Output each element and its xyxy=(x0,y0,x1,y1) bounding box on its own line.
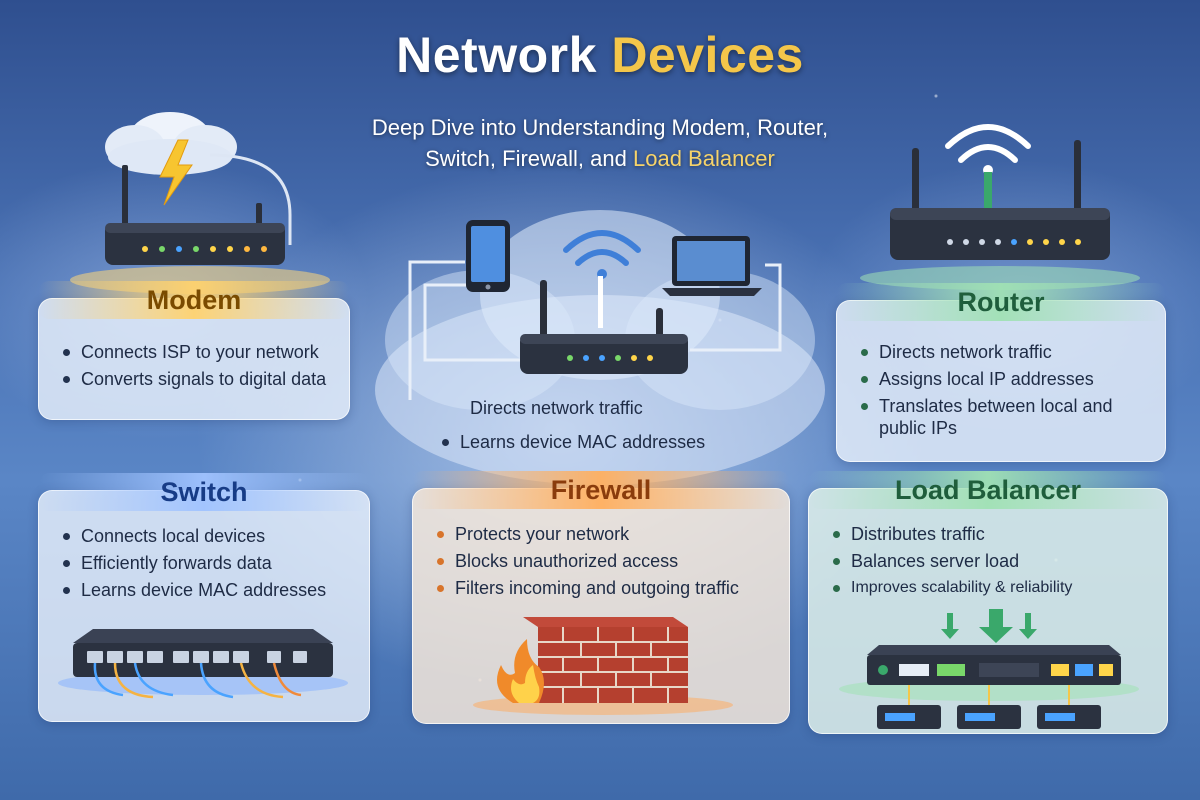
firewall-illustration xyxy=(473,617,733,715)
firewall-card: Firewall Protects your network Blocks un… xyxy=(412,471,790,724)
modem-bullets: Connects ISP to your network Converts si… xyxy=(61,341,341,395)
router-title: Router xyxy=(837,283,1165,321)
down-arrow-icon xyxy=(941,609,1037,643)
router-icon xyxy=(520,280,688,374)
modem-bullet: Connects ISP to your network xyxy=(61,341,341,363)
switch-card: Switch Connects local devices Efficientl… xyxy=(38,473,370,722)
switch-bullet: Efficiently forwards data xyxy=(61,552,361,574)
modem-icon xyxy=(105,165,285,265)
subtitle-line-1: Deep Dive into Understanding Modem, Rout… xyxy=(371,115,829,140)
link-line-right xyxy=(690,263,782,352)
router-bullet: Directs network traffic xyxy=(859,341,1157,363)
firewall-title: Firewall xyxy=(413,471,789,509)
switch-bullet: Connects local devices xyxy=(61,525,361,547)
tablet-icon xyxy=(466,220,510,292)
center-illustration xyxy=(375,210,825,485)
load-balancer-bullet: Balances server load xyxy=(831,550,1159,572)
router-bullet: Assigns local IP addresses xyxy=(859,368,1157,390)
subtitle-line-2: Switch, Firewall, and Load Balancer xyxy=(425,146,775,171)
fire-icon xyxy=(497,639,544,703)
cable-line xyxy=(209,153,292,245)
page-title: Network Devices xyxy=(396,27,804,83)
load-balancer-bullet: Distributes traffic xyxy=(831,523,1159,545)
router-bullets: Directs network traffic Assigns local IP… xyxy=(859,341,1157,444)
switch-bullet: Learns device MAC addresses xyxy=(61,579,361,601)
router-card: Router Directs network traffic Assigns l… xyxy=(836,283,1166,462)
firewall-bullets: Protects your network Blocks unauthorize… xyxy=(435,523,781,604)
load-balancer-illustration xyxy=(839,609,1139,729)
brick-wall-icon xyxy=(523,617,688,703)
modem-card: Modem Connects ISP to your network Conve… xyxy=(38,281,350,420)
load-balancer-bullets: Distributes traffic Balances server load… xyxy=(831,523,1159,604)
wifi-icon xyxy=(945,124,1031,175)
load-balancer-title: Load Balancer xyxy=(809,471,1167,509)
load-balancer-bullet: Improves scalability & reliability xyxy=(831,577,1159,599)
router-bullet: Translates between local and public IPs xyxy=(859,395,1129,439)
router-icon xyxy=(890,140,1110,260)
firewall-bullet: Protects your network xyxy=(435,523,781,545)
link-line-left-2 xyxy=(423,283,520,362)
laptop-icon xyxy=(662,236,762,296)
firewall-bullet: Filters incoming and outgoing traffic xyxy=(435,577,781,599)
switch-bullets: Connects local devices Efficiently forwa… xyxy=(61,525,361,606)
center-text-primary: Directs network traffic xyxy=(470,398,643,418)
center-cloud-shape xyxy=(375,210,825,485)
page-subtitle: Deep Dive into Understanding Modem, Rout… xyxy=(0,112,1200,174)
modem-title: Modem xyxy=(39,281,349,319)
server-rack-icon xyxy=(867,645,1121,685)
lightning-icon xyxy=(159,139,193,206)
router-illustration xyxy=(860,124,1140,290)
modem-illustration xyxy=(70,112,330,294)
switch-title: Switch xyxy=(39,473,369,511)
wifi-icon xyxy=(563,230,641,279)
load-balancer-card: Load Balancer Distributes traffic Balanc… xyxy=(808,471,1168,734)
center-text-secondary: Learns device MAC addresses xyxy=(440,432,705,453)
server-rack-icon xyxy=(877,705,1101,729)
link-line-left xyxy=(408,260,465,400)
modem-bullet: Converts signals to digital data xyxy=(61,368,341,390)
network-switch-icon xyxy=(58,629,348,699)
firewall-bullet: Blocks unauthorized access xyxy=(435,550,781,572)
